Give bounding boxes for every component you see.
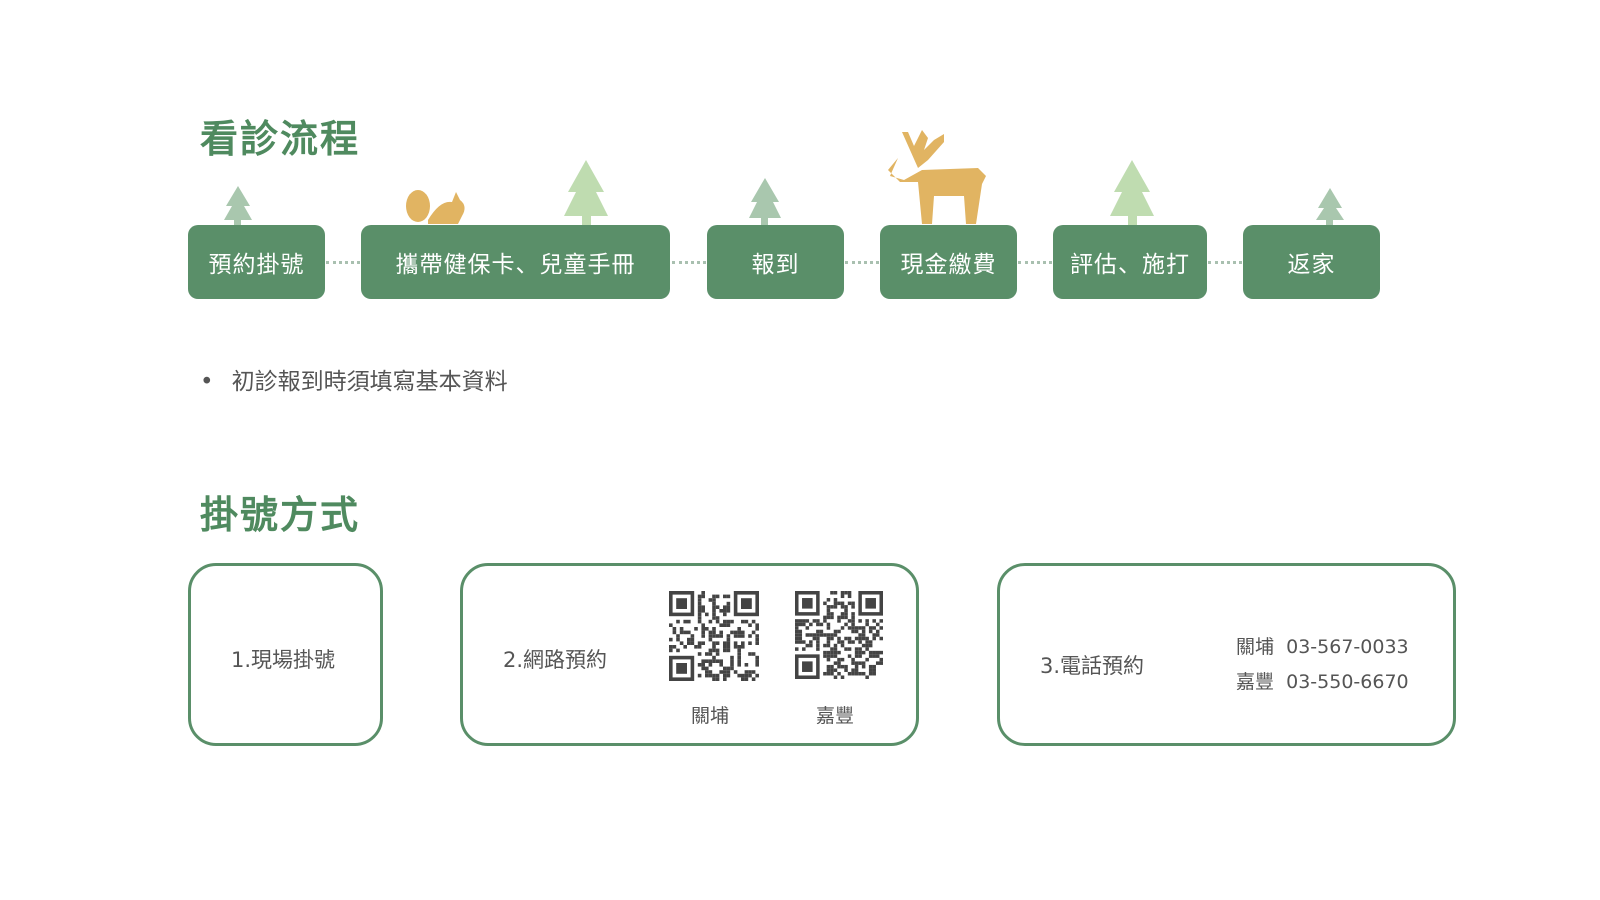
connector <box>326 261 360 264</box>
step-check-in: 報到 <box>707 225 844 299</box>
deer-icon <box>888 130 986 224</box>
online-label: 2.網路預約 <box>503 648 608 672</box>
bullet: • <box>200 369 214 395</box>
tree-icon <box>1110 160 1154 226</box>
qr-code-jiafeng[interactable] <box>795 591 883 679</box>
tree-icon <box>1316 188 1344 226</box>
step-bring-cards: 攜帶健保卡、兒童手冊 <box>361 225 670 299</box>
connector <box>845 261 879 264</box>
squirrel-icon <box>406 190 465 224</box>
step-appointment: 預約掛號 <box>188 225 325 299</box>
tree-icon <box>749 178 781 226</box>
connector <box>1018 261 1052 264</box>
phone-number: 03-550-6670 <box>1286 671 1409 693</box>
branch-name: 關埔 <box>1236 636 1275 658</box>
connector <box>1208 261 1242 264</box>
onsite-label: 1.現場掛號 <box>231 648 336 672</box>
card-onsite: 1.現場掛號 <box>188 563 383 746</box>
note-item: • 初診報到時須填寫基本資料 <box>200 362 508 396</box>
phone-number: 03-567-0033 <box>1286 636 1409 658</box>
note-text: 初診報到時須填寫基本資料 <box>231 369 508 395</box>
process-title: 看診流程 <box>200 117 361 161</box>
connector <box>672 261 706 264</box>
phone-row: 嘉豐 03-550-6670 <box>1236 667 1409 694</box>
phone-row: 關埔 03-567-0033 <box>1236 632 1409 659</box>
decorations <box>224 130 1344 226</box>
card-phone: 3.電話預約 關埔 03-567-0033 嘉豐 03-550-6670 <box>997 563 1456 746</box>
tree-icon <box>564 160 608 226</box>
qr-label-guanpu: 關埔 <box>691 705 730 727</box>
card-online: 2.網路預約 關埔 嘉豐 <box>460 563 919 746</box>
qr-code-guanpu[interactable] <box>669 591 759 681</box>
step-go-home: 返家 <box>1243 225 1380 299</box>
step-payment: 現金繳費 <box>880 225 1017 299</box>
phone-label: 3.電話預約 <box>1040 654 1145 678</box>
qr-label-jiafeng: 嘉豐 <box>816 705 855 727</box>
step-assessment: 評估、施打 <box>1053 225 1207 299</box>
registration-title: 掛號方式 <box>200 493 361 537</box>
tree-icon <box>224 186 252 226</box>
branch-name: 嘉豐 <box>1236 671 1275 693</box>
